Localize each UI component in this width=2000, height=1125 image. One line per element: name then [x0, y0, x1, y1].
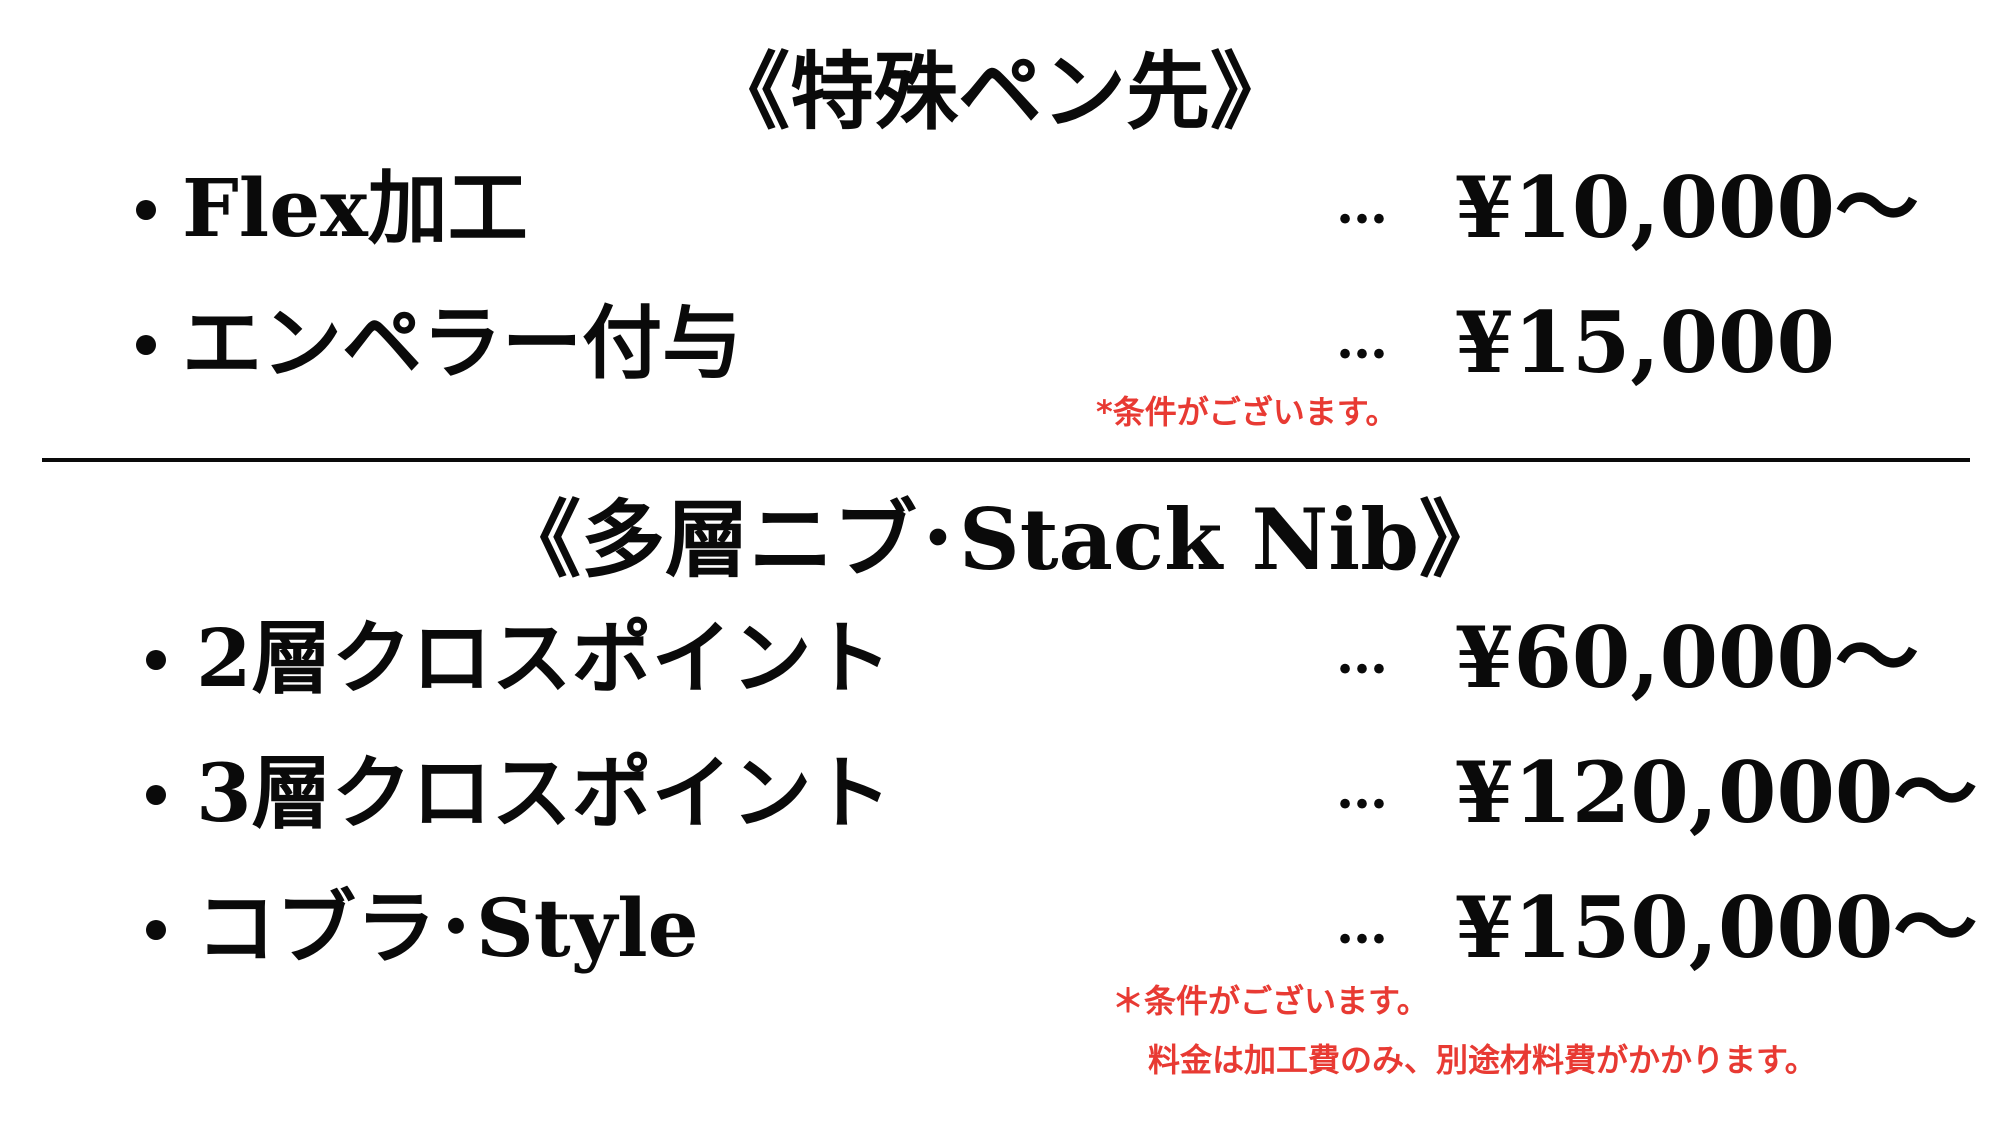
item-label: 2層クロスポイント — [196, 611, 892, 705]
item-price: ¥120,000〜 — [1455, 743, 1978, 842]
item-price: ¥15,000 — [1455, 293, 1835, 392]
section-divider — [42, 458, 1970, 462]
item-label: 3層クロスポイント — [196, 746, 892, 840]
item-price: ¥150,000〜 — [1455, 878, 1978, 977]
item-price: ¥10,000〜 — [1455, 158, 1919, 257]
bullet-icon — [146, 785, 166, 805]
item-label: コブラ･Style — [196, 881, 699, 975]
bullet-icon — [136, 200, 156, 220]
condition-note: ＊条件がございます。 — [1112, 982, 1429, 1020]
item-label: Flex加工 — [182, 161, 528, 255]
ellipsis: … — [1336, 625, 1390, 686]
ellipsis: … — [1336, 175, 1390, 236]
ellipsis: … — [1336, 895, 1390, 956]
bullet-icon — [136, 335, 156, 355]
bullet-icon — [146, 650, 166, 670]
ellipsis: … — [1336, 310, 1390, 371]
list-item-2-layer-crosspoint: 2層クロスポイント … ¥60,000〜 — [0, 610, 2000, 710]
condition-note: *条件がございます。 — [1096, 393, 1398, 431]
ellipsis: … — [1336, 760, 1390, 821]
list-item-emperor: エンペラー付与 … ¥15,000 — [0, 295, 2000, 395]
material-cost-note: 料金は加工費のみ、別途材料費がかかります。 — [1148, 1041, 1817, 1079]
item-label: エンペラー付与 — [182, 296, 742, 390]
bullet-icon — [146, 920, 166, 940]
list-item-3-layer-crosspoint: 3層クロスポイント … ¥120,000〜 — [0, 745, 2000, 845]
section-title-stack-nib: 《多層ニブ･Stack Nib》 — [497, 490, 1503, 589]
list-item-flex: Flex加工 … ¥10,000〜 — [0, 160, 2000, 260]
list-item-cobra-style: コブラ･Style … ¥150,000〜 — [0, 880, 2000, 980]
item-price: ¥60,000〜 — [1455, 608, 1919, 707]
section-title-special-nibs: 《特殊ペン先》 — [705, 42, 1294, 141]
